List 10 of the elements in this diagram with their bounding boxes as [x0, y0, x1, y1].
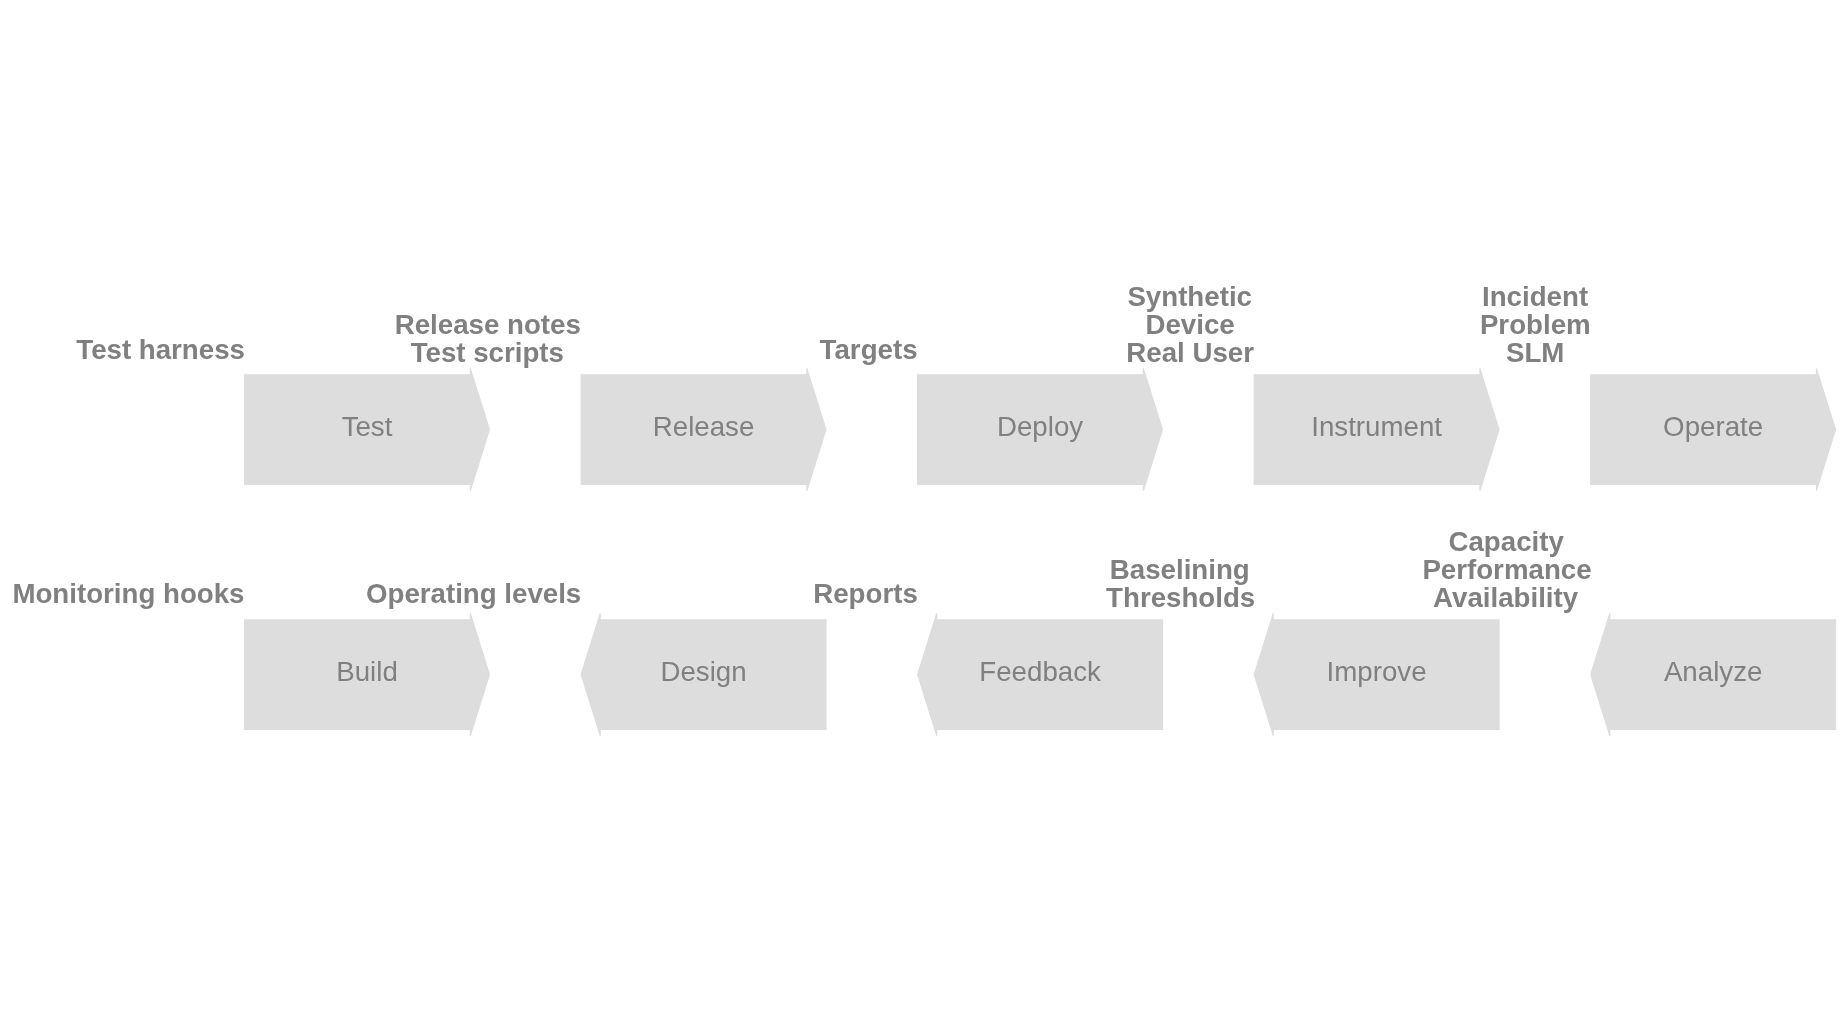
node-label: Reports — [813, 577, 918, 609]
node-label: Monitoring hooks — [12, 577, 245, 609]
node-label: Targets — [819, 333, 918, 365]
node-label: Capacity — [1448, 525, 1564, 557]
node-label: Test harness — [76, 333, 245, 365]
node-label: Synthetic — [1127, 280, 1252, 312]
node-label: Availability — [1433, 581, 1579, 613]
node-label: Baselining — [1109, 553, 1250, 585]
node-label: Operating levels — [365, 577, 582, 609]
node-label: Real User — [1126, 336, 1255, 368]
